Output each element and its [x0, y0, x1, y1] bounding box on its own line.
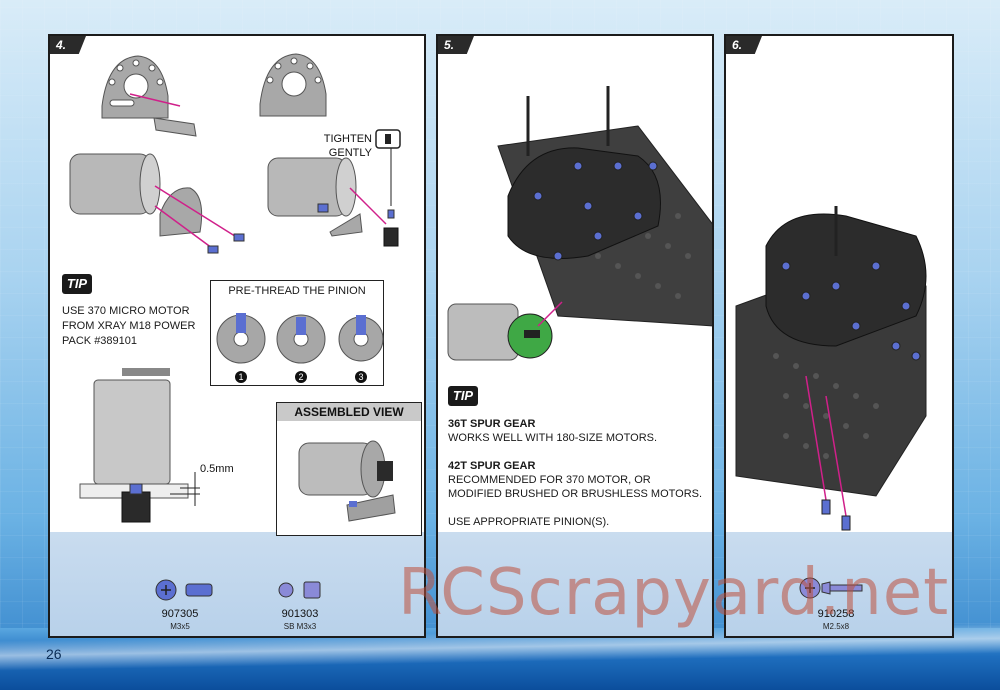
step-number: 4.: [50, 36, 86, 54]
tip-line-2: FROM XRAY M18 POWER: [62, 320, 196, 332]
assembled-motor-illustration: [298, 440, 396, 522]
step-6-chassis-illustration: [735, 206, 927, 531]
pinion-step-1: 1: [238, 372, 243, 382]
tip-text-42t-line2: MODIFIED BRUSHED OR BRUSHLESS MOTORS.: [448, 488, 703, 500]
parts-strip: [438, 532, 712, 636]
tip-text-42t-line1: RECOMMENDED FOR 370 MOTOR, OR: [448, 474, 651, 486]
parts-strip: [50, 532, 424, 636]
pinion-box: PRE-THREAD THE PINION 1 2 3: [210, 280, 384, 386]
tip-text-36t: WORKS WELL WITH 180-SIZE MOTORS.: [448, 432, 658, 444]
step-number: 5.: [438, 36, 474, 54]
motor-pinion-illustration: [267, 129, 401, 247]
part-code-2: 901303: [281, 608, 319, 620]
motor-mount-illustration: [101, 55, 197, 137]
assembled-view-box: ASSEMBLED VIEW: [276, 402, 422, 536]
tip-line-3: PACK #389101: [62, 335, 138, 347]
tip-heading-36t: 36T SPUR GEAR: [448, 418, 536, 430]
motor-mount-illustration-2: [259, 53, 327, 117]
step-number: 6.: [726, 36, 762, 54]
pinion-box-title: PRE-THREAD THE PINION: [228, 285, 366, 297]
pinion-steps-illustration: 1 2 3: [216, 313, 384, 383]
measure-label: 0.5mm: [200, 463, 234, 475]
part-size-1: M2.5x8: [822, 622, 850, 631]
tip-badge: TIP: [448, 386, 478, 406]
motor-illustration: [69, 153, 245, 254]
parts-icons: [799, 577, 863, 599]
pinion-step-3: 3: [358, 372, 363, 382]
tip-badge: TIP: [62, 274, 92, 294]
step-6-panel: 6. 910258 M2.5x8: [724, 34, 954, 638]
tighten-label-line2: GENTLY: [329, 147, 373, 159]
tip-text-pinion: USE APPROPRIATE PINION(S).: [448, 516, 610, 528]
watermark-text: RCScrapyard.net: [398, 556, 950, 630]
tip-line-1: USE 370 MICRO MOTOR: [62, 305, 190, 317]
tip-heading-42t: 42T SPUR GEAR: [448, 460, 536, 472]
step-4-illustration: TIGHTEN GENTLY 0.5mm: [69, 53, 401, 523]
step-5-chassis-illustration: [447, 86, 712, 361]
tighten-label-line1: TIGHTEN: [324, 133, 372, 145]
page-number: 26: [46, 646, 62, 662]
part-size-1: M3x5: [170, 622, 190, 631]
step-5-panel: 5. TIP 36T SPUR GEAR WORKS WELL WITH 180…: [436, 34, 714, 638]
parts-icons: [155, 579, 321, 601]
step-4-panel: 4.: [48, 34, 426, 638]
motor-side-view: [79, 368, 200, 523]
pinion-step-2: 2: [298, 372, 303, 382]
part-code-1: 910258: [817, 608, 855, 620]
parts-strip: [726, 532, 952, 636]
part-code-1: 907305: [161, 608, 199, 620]
part-size-2: SB M3x3: [283, 622, 317, 631]
assembled-view-title: ASSEMBLED VIEW: [277, 403, 421, 421]
